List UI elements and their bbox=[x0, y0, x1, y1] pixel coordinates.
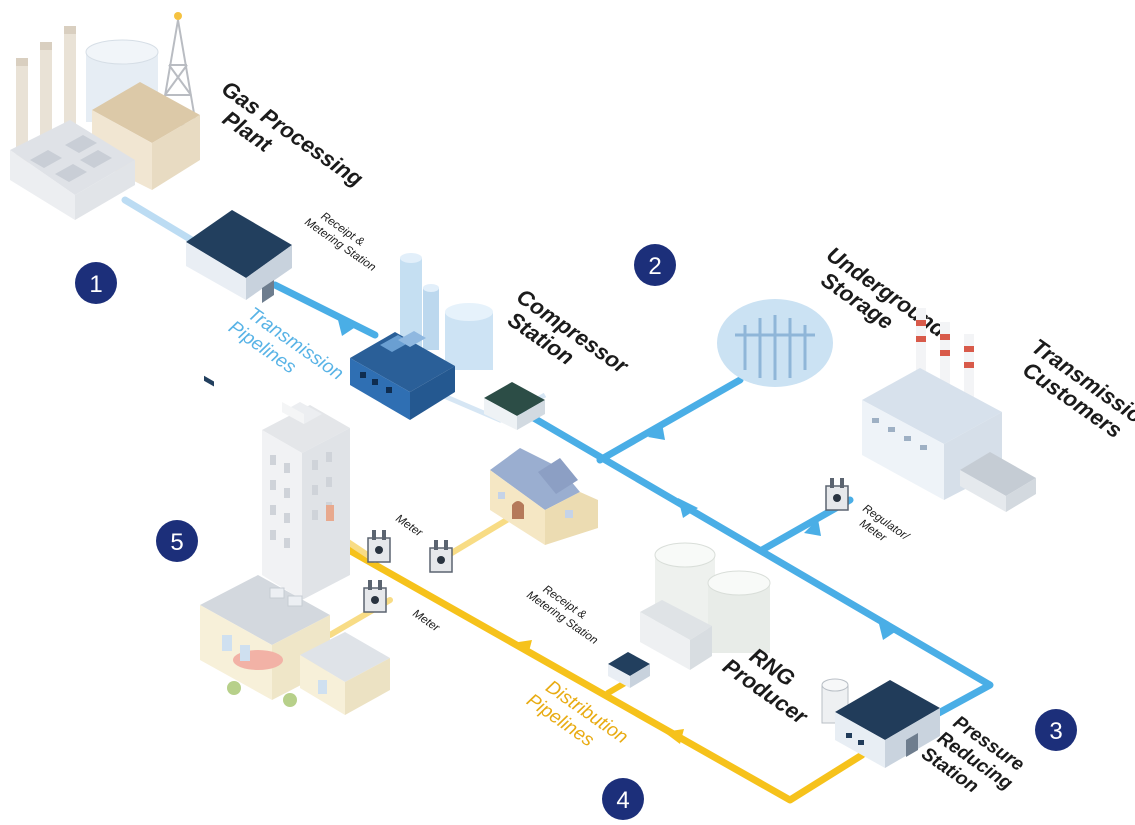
flow-arrow bbox=[878, 620, 898, 640]
plant-buildings bbox=[10, 82, 200, 220]
office-tower-icon bbox=[262, 402, 350, 600]
meter-label-lower: Meter bbox=[410, 608, 442, 635]
pipe-plant-to-receipt bbox=[121, 196, 204, 249]
step-badge-5: 5 bbox=[156, 520, 198, 562]
flow-arrow bbox=[804, 519, 821, 536]
gas-processing-plant: Gas Processing Plant bbox=[10, 12, 372, 220]
transmission-flow-arrows bbox=[337, 316, 898, 640]
receipt-metering-station-bottom bbox=[608, 652, 650, 688]
step-badge-4: 4 bbox=[602, 778, 644, 820]
house-icon bbox=[490, 448, 598, 545]
step-badge-4-number: 4 bbox=[616, 787, 629, 814]
step-badge-2-number: 2 bbox=[648, 253, 661, 280]
flow-arrow bbox=[678, 498, 698, 518]
flow-arrow bbox=[664, 729, 684, 744]
compressor-station: Compressor Station bbox=[350, 253, 637, 430]
svg-text:Receipt & Metering Stati: Receipt & Metering Station bbox=[524, 578, 608, 647]
transmission-pipeline-network bbox=[121, 196, 994, 719]
gas-meter-icon bbox=[367, 530, 391, 563]
restaurant-icon bbox=[200, 575, 390, 715]
storage-tank-icon bbox=[654, 542, 771, 653]
step-badge-5-number: 5 bbox=[170, 529, 183, 556]
gas-meter-icon bbox=[825, 478, 849, 511]
gas-meter-icon bbox=[429, 540, 453, 573]
step-badge-1: 1 bbox=[75, 262, 117, 304]
step-badge-3: 3 bbox=[1035, 709, 1077, 751]
pipe-branch-to-storage bbox=[596, 376, 744, 464]
flow-arrow bbox=[512, 640, 532, 655]
pipe-compressor-to-pressure-station bbox=[516, 406, 994, 719]
svg-text:Regulator/ Meter: Regulator/ Meter bbox=[852, 503, 913, 557]
svg-text:Receipt & Metering Stati: Receipt & Metering Station bbox=[302, 205, 386, 274]
transmission-customer-factory: Transmission Customers bbox=[862, 308, 1135, 512]
flow-arrow bbox=[337, 316, 357, 336]
pipe-distribution-main bbox=[336, 541, 866, 804]
svg-text:Gas Processing Plant: Gas Processing Plant bbox=[203, 76, 372, 215]
distribution-flow-arrows bbox=[512, 640, 684, 744]
gas-meter-icon bbox=[363, 580, 387, 613]
flow-arrow bbox=[648, 423, 665, 440]
svg-text:Transmission Customers: Transmission Customers bbox=[1013, 334, 1135, 459]
step-badge-3-number: 3 bbox=[1049, 718, 1062, 745]
svg-text:Compressor Station: Compressor Station bbox=[498, 284, 637, 402]
smokestack-icon bbox=[916, 308, 974, 409]
storage-tank-icon bbox=[400, 253, 493, 370]
step-badge-2: 2 bbox=[634, 244, 676, 286]
meter-label-upper: Meter bbox=[393, 513, 425, 540]
step-badge-1-number: 1 bbox=[89, 271, 102, 298]
pipe-receipt-to-compressor bbox=[271, 281, 379, 339]
pressure-reducing-station: Pressure Reducing Station bbox=[821, 678, 1028, 797]
